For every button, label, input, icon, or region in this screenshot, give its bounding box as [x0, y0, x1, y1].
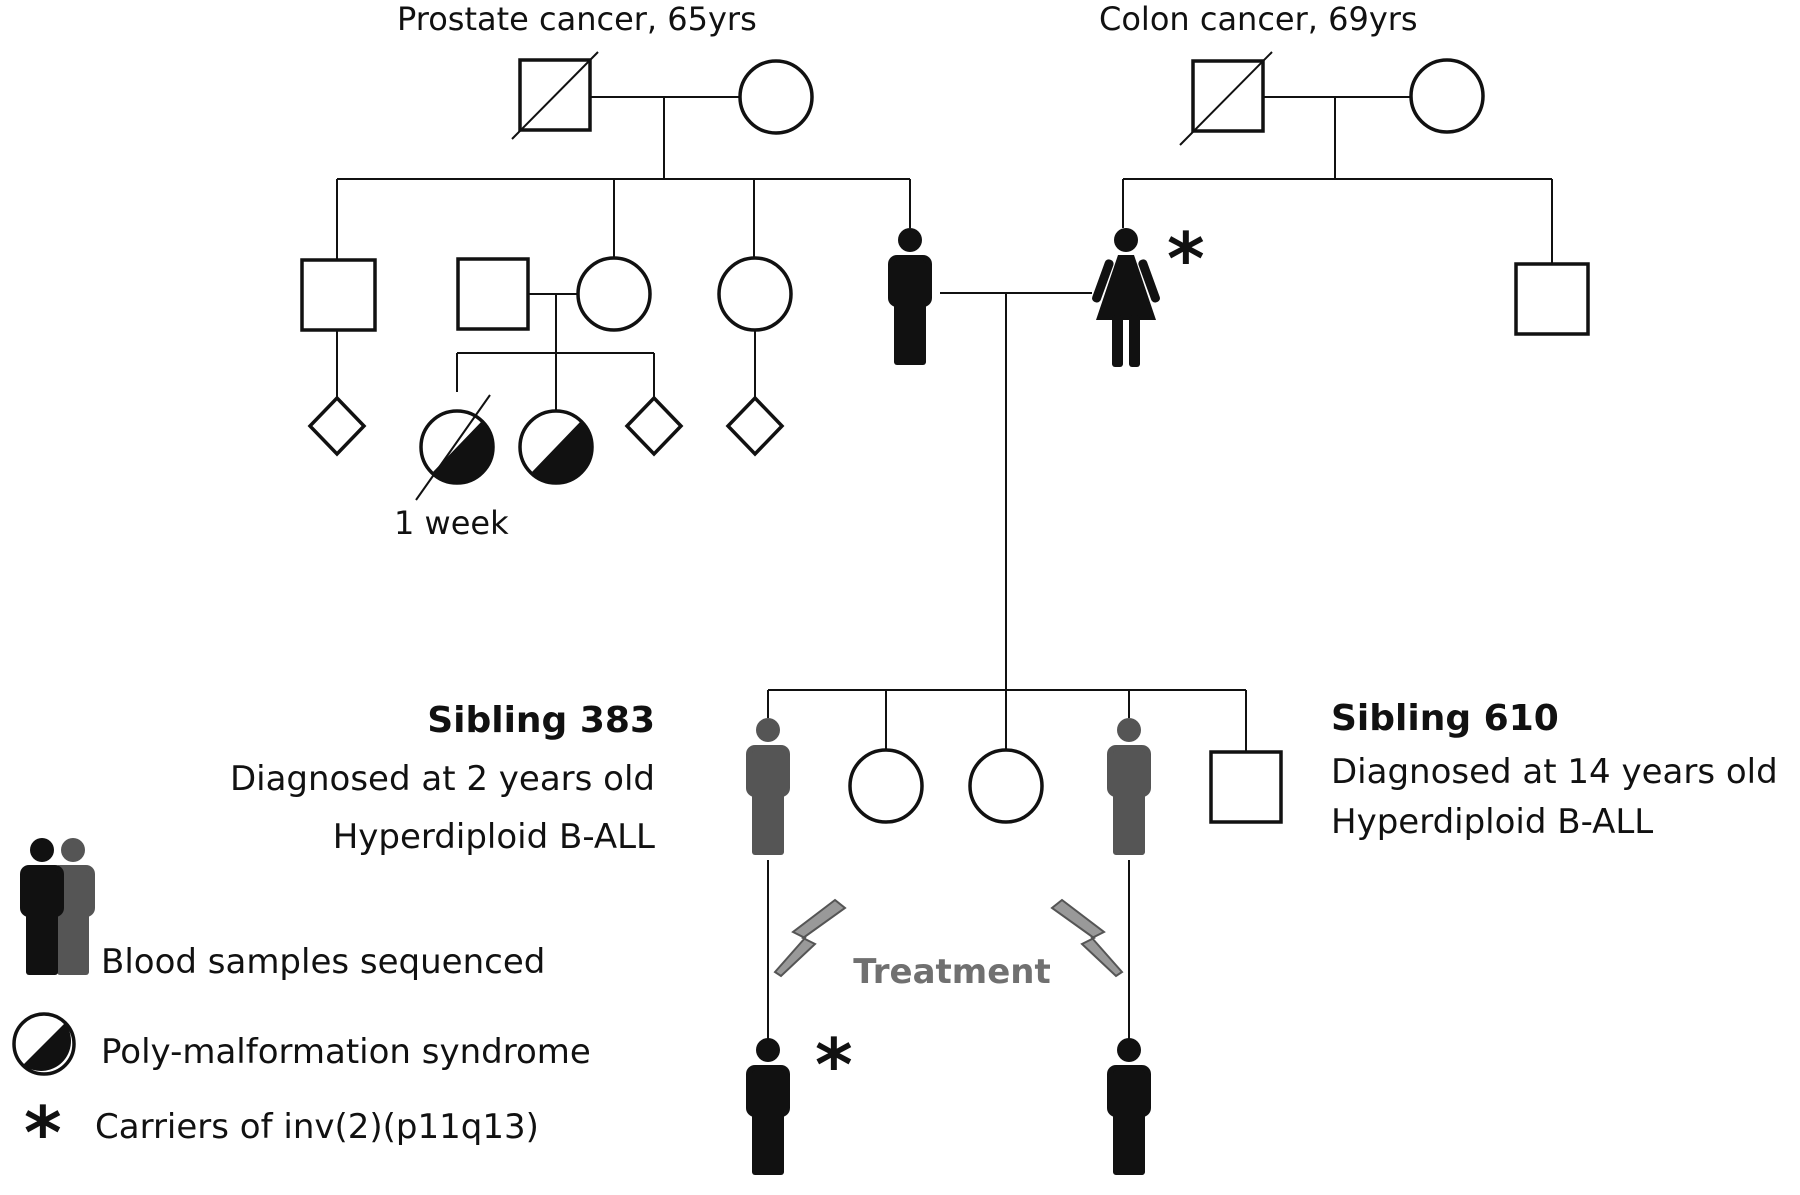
mother-figure-icon [1090, 228, 1162, 367]
sibling-610-title: Sibling 610 [1331, 698, 1559, 739]
treatment-label: Treatment [853, 952, 1050, 992]
cousin-malformation [518, 409, 594, 485]
sibling-610-diagnosis: Diagnosed at 14 years old [1331, 752, 1778, 792]
malformation-symbol-icon [12, 1012, 76, 1076]
grandmother-paternal [738, 59, 814, 135]
maternal-uncle [1514, 262, 1590, 336]
sibling-383-carrier-marker: * [815, 1023, 853, 1107]
grandmother-maternal [1409, 58, 1485, 134]
paternal-grandfather-label: Prostate cancer, 65yrs [397, 0, 757, 38]
lightning-bolt-icon [1051, 899, 1123, 977]
sibling-610-leukemia-icon [1107, 718, 1151, 855]
legend-poly-malformation: Poly-malformation syndrome [101, 1032, 591, 1072]
sibling-383-title: Sibling 383 [427, 700, 655, 741]
sister-2 [968, 748, 1044, 824]
deceased-slash-paternal-grandfather [511, 51, 599, 140]
father-figure-icon [888, 228, 932, 365]
cousin-diamond-1 [307, 395, 367, 457]
sibling-383-leukemia-icon [746, 718, 790, 855]
legend: Blood samples sequenced Poly-malformatio… [12, 838, 591, 1175]
cousin-diamond-3 [725, 395, 785, 457]
legend-carriers: Carriers of inv(2)(p11q13) [95, 1107, 539, 1147]
cousin-diamond-2 [624, 395, 684, 457]
brother [1209, 750, 1283, 824]
deceased-age-label: 1 week [394, 504, 509, 542]
sibling-383-diagnosis: Diagnosed at 2 years old [230, 759, 655, 799]
aunt-2 [717, 256, 793, 332]
aunt-1-spouse [456, 257, 530, 331]
aunt-1 [576, 256, 652, 332]
sister-1 [848, 748, 924, 824]
blood-sample-pair-icon [20, 838, 95, 975]
mother-carrier-marker: * [1167, 217, 1205, 301]
deceased-slash-maternal-grandfather [1179, 51, 1273, 146]
sibling-610-subtype: Hyperdiploid B-ALL [1331, 802, 1653, 842]
cousin-deceased-malformation [415, 394, 495, 501]
sibling-383-remission-icon [746, 1038, 790, 1175]
uncle-1 [300, 258, 377, 332]
legend-blood-samples: Blood samples sequenced [101, 942, 545, 982]
sibling-610-remission-icon [1107, 1038, 1151, 1175]
legend-carrier-symbol: * [24, 1091, 62, 1175]
maternal-grandfather-label: Colon cancer, 69yrs [1099, 0, 1418, 38]
lightning-bolt-icon [774, 899, 846, 977]
sibling-383-subtype: Hyperdiploid B-ALL [333, 817, 655, 857]
